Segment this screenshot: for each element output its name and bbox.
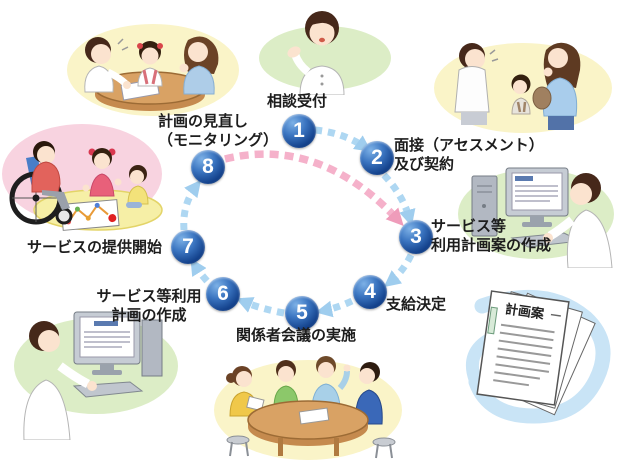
step-number-3: 3 (410, 225, 422, 248)
step-number-8: 8 (202, 155, 214, 178)
arrow-5-to-6 (235, 297, 285, 317)
plan-drafting-computer-image (458, 167, 614, 269)
illustration-consultation-desk (60, 10, 240, 125)
blue-cycle-arrows (180, 126, 416, 318)
plan-documents-image: 計画案 (466, 289, 611, 424)
step-circle-3: 3 (399, 220, 433, 254)
arrow-2-to-3 (381, 172, 416, 227)
step-circle-2: 2 (360, 141, 394, 175)
step-label-interview-contract: 面接（アセスメント） 及び契約 (394, 137, 544, 174)
consultation-desk-image (67, 24, 239, 116)
illustration-service-play (0, 112, 168, 243)
arrow-4-to-5 (315, 297, 354, 318)
illustration-interview-greeting (426, 24, 618, 145)
step-number-7: 7 (182, 235, 194, 258)
step-label-consultation: 相談受付 (267, 93, 328, 110)
step-number-1: 1 (293, 119, 305, 142)
reception-staff-image (259, 11, 391, 96)
step-number-5: 5 (296, 301, 308, 324)
step-label-plan-draft: サービス等 利用計画案の作成 (431, 218, 552, 255)
step-number-6: 6 (217, 282, 229, 305)
interview-greeting-image (434, 42, 612, 133)
illustration-plan-creation-computer (8, 304, 180, 445)
step-label-stakeholder-meeting: 関係者会議の実施 (236, 327, 357, 344)
arrow-8-back-to-3 (224, 150, 404, 227)
step-circle-7: 7 (171, 230, 205, 264)
illustration-plan-drafting-computer (456, 156, 620, 273)
step-circle-4: 4 (353, 275, 387, 309)
step-circle-8: 8 (191, 150, 225, 184)
arrow-1-to-2 (314, 126, 372, 152)
document-title: 計画案 (504, 301, 546, 321)
plan-creation-computer-image (14, 311, 178, 441)
illustration-plan-documents: 計画案 (424, 278, 620, 429)
arrow-6-to-7 (190, 258, 210, 284)
step-number-2: 2 (371, 146, 383, 169)
service-play-image (2, 124, 163, 231)
step-number-4: 4 (364, 280, 376, 303)
step-circle-5: 5 (285, 296, 319, 330)
step-label-plan-creation: サービス等利用 計画の作成 (96, 288, 202, 325)
step-label-plan-review: 計画の見直し （モニタリング） (158, 113, 279, 150)
illustration-reception-staff (252, 0, 397, 100)
step-circle-6: 6 (206, 277, 240, 311)
arrow-7-to-8 (180, 179, 202, 231)
step-circle-1: 1 (282, 114, 316, 148)
stakeholder-meeting-image (214, 356, 402, 460)
illustration-stakeholder-meeting (208, 344, 412, 470)
arrow-3-to-4 (383, 253, 415, 288)
step-label-service-start: サービスの提供開始 (27, 239, 163, 256)
step-label-grant-decision: 支給決定 (386, 296, 447, 313)
